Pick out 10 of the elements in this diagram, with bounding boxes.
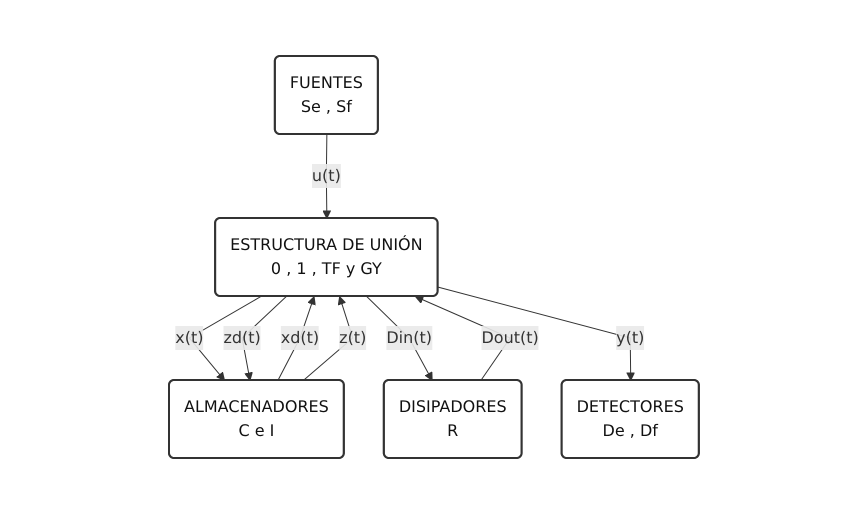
arrow [366, 296, 432, 381]
edge-label: y(t) [616, 328, 644, 347]
edge-label: Dout(t) [481, 328, 538, 347]
edge-label: xd(t) [280, 328, 319, 347]
edge-label: u(t) [311, 166, 340, 185]
edge-label: zd(t) [223, 328, 260, 347]
edge-label: x(t) [174, 328, 204, 347]
edge-label: z(t) [338, 328, 366, 347]
arrow [437, 286, 635, 381]
edge-label: Din(t) [386, 328, 432, 347]
